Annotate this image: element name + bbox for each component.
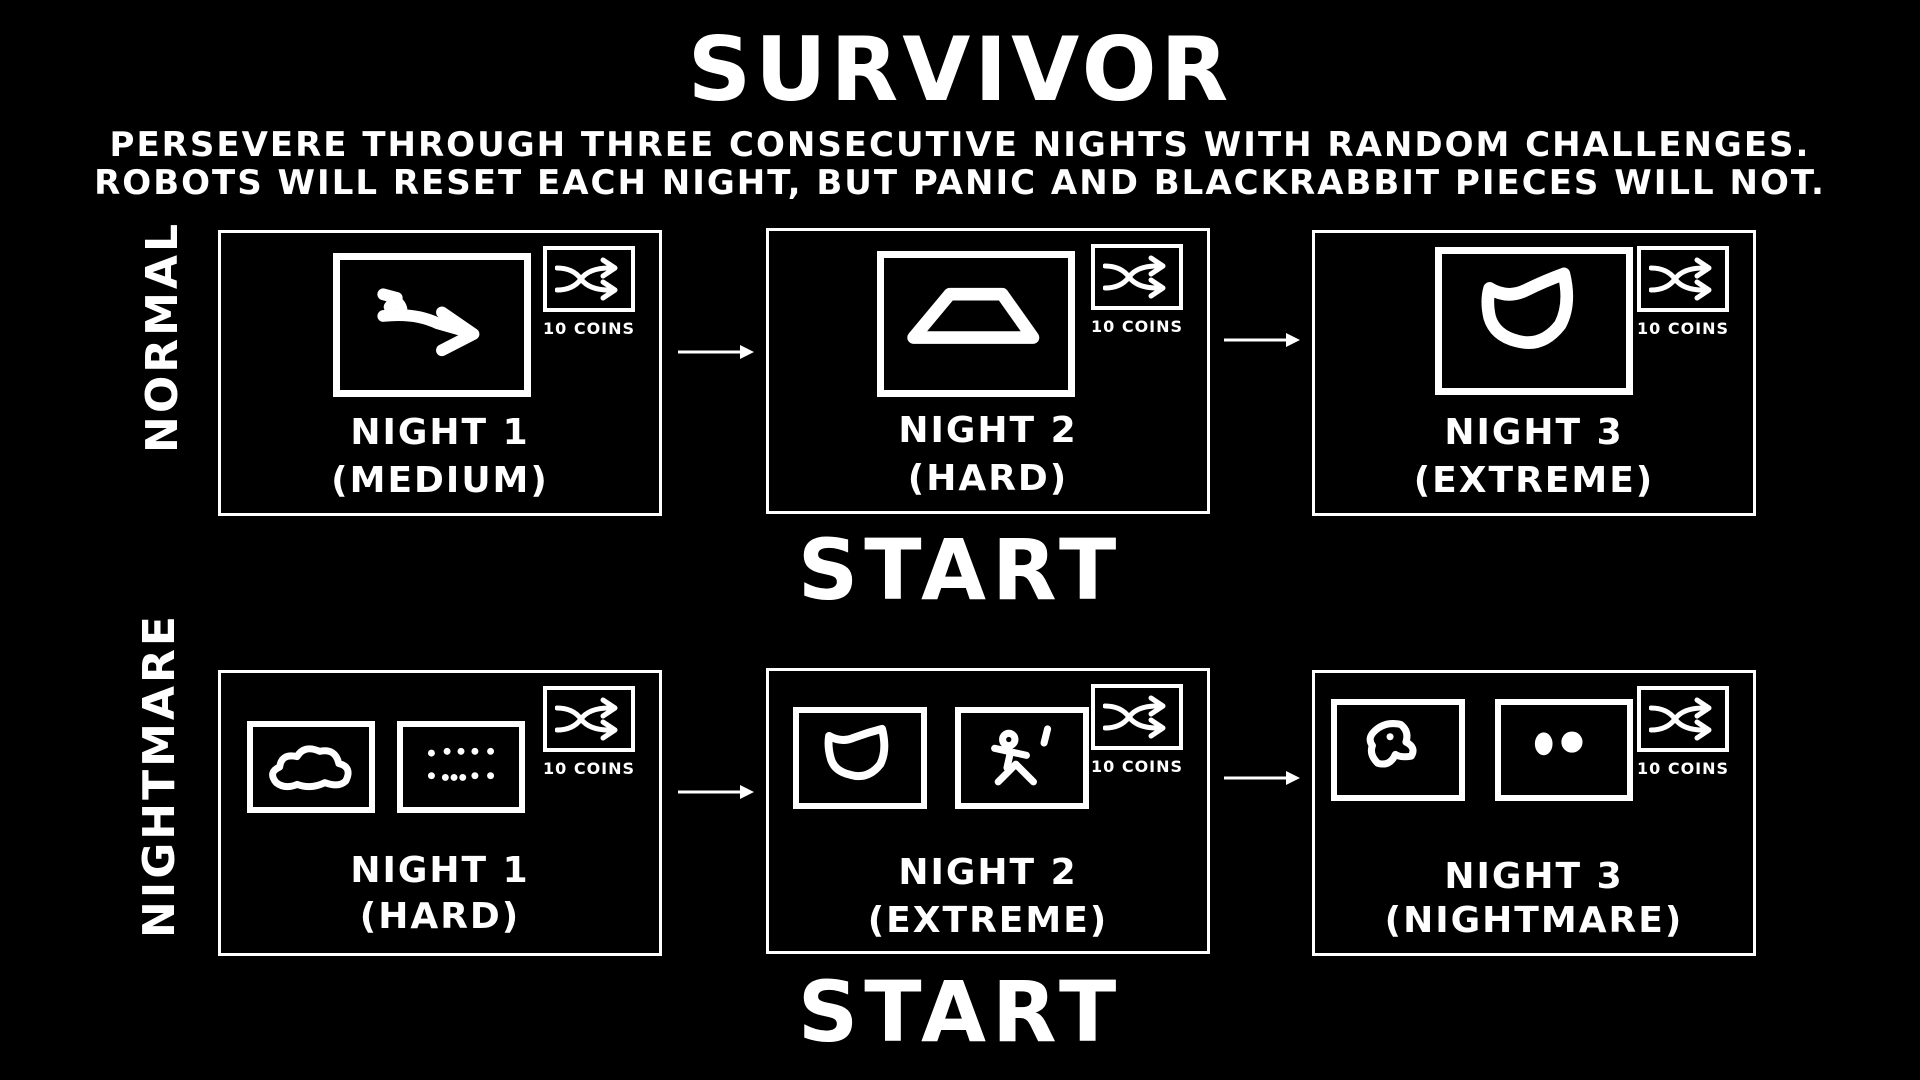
normal-night-3-card[interactable]: 10 COINS NIGHT 3 (EXTREME) — [1312, 230, 1756, 516]
night-title: NIGHT 1 — [350, 850, 530, 891]
night-title: NIGHT 2 — [898, 410, 1078, 451]
coins-cost: 10 COINS — [1091, 757, 1184, 776]
description-line-1: PERSEVERE THROUGH THREE CONSECUTIVE NIGH… — [109, 125, 1811, 165]
night-title: NIGHT 3 — [1444, 856, 1624, 897]
cat-head-icon — [1435, 247, 1633, 395]
coins-cost: 10 COINS — [543, 759, 636, 778]
nightmare-night-3-card[interactable]: 10 COINS NIGHT 3 (NIGHTMARE) — [1312, 670, 1756, 956]
normal-start-button[interactable]: START — [797, 521, 1123, 619]
normal-night-2-card[interactable]: 10 COINS NIGHT 2 (HARD) — [766, 228, 1210, 514]
coins-cost: 10 COINS — [1091, 317, 1184, 336]
shuffle-icon — [1649, 697, 1712, 741]
night-title: NIGHT 3 — [1444, 412, 1624, 453]
shuffle-icon — [1103, 255, 1166, 299]
shuffle-icon — [555, 697, 618, 741]
shuffle-icon — [555, 257, 618, 301]
night-difficulty: (NIGHTMARE) — [1384, 900, 1684, 941]
night-title: NIGHT 1 — [350, 412, 530, 453]
nightmare-start-button[interactable]: START — [797, 963, 1123, 1061]
dots-icon — [397, 721, 525, 813]
coins-cost: 10 COINS — [543, 319, 636, 338]
arrow-right-icon — [678, 782, 756, 802]
night-difficulty: (EXTREME) — [867, 900, 1109, 941]
coins-cost: 10 COINS — [1637, 759, 1730, 778]
arrow-right-icon — [678, 342, 756, 362]
nightmare-night-2-card[interactable]: 10 COINS NIGHT 2 (EXTREME) — [766, 668, 1210, 954]
shuffle-icon — [1649, 257, 1712, 301]
nightmare-mode-label: NIGHTMARE — [134, 613, 185, 938]
nightmare-night-1-card[interactable]: 10 COINS NIGHT 1 (HARD) — [218, 670, 662, 956]
shuffle-button[interactable] — [1637, 246, 1729, 312]
shuffle-button[interactable] — [1091, 244, 1183, 310]
shuffle-button[interactable] — [1091, 684, 1183, 750]
night-difficulty: (HARD) — [359, 896, 521, 937]
trapezoid-icon — [877, 251, 1075, 397]
two-dots-icon — [1495, 699, 1633, 801]
bird-head-icon — [1331, 699, 1465, 801]
night-difficulty: (HARD) — [907, 458, 1069, 499]
normal-night-1-card[interactable]: 10 COINS NIGHT 1 (MEDIUM) — [218, 230, 662, 516]
page-title: SURVIVOR — [687, 18, 1233, 121]
arrow-scribble-icon — [333, 253, 531, 397]
description-line-2: ROBOTS WILL RESET EACH NIGHT, BUT PANIC … — [94, 163, 1826, 203]
night-difficulty: (MEDIUM) — [331, 460, 549, 501]
night-difficulty: (EXTREME) — [1413, 460, 1655, 501]
cloud-icon — [247, 721, 375, 813]
arrow-right-icon — [1224, 330, 1302, 350]
shuffle-button[interactable] — [543, 246, 635, 312]
stick-figure-icon — [955, 707, 1089, 809]
shuffle-icon — [1103, 695, 1166, 739]
shuffle-button[interactable] — [543, 686, 635, 752]
night-title: NIGHT 2 — [898, 852, 1078, 893]
coins-cost: 10 COINS — [1637, 319, 1730, 338]
shuffle-button[interactable] — [1637, 686, 1729, 752]
arrow-right-icon — [1224, 768, 1302, 788]
normal-mode-label: NORMAL — [137, 221, 188, 453]
cat-head-icon — [793, 707, 927, 809]
